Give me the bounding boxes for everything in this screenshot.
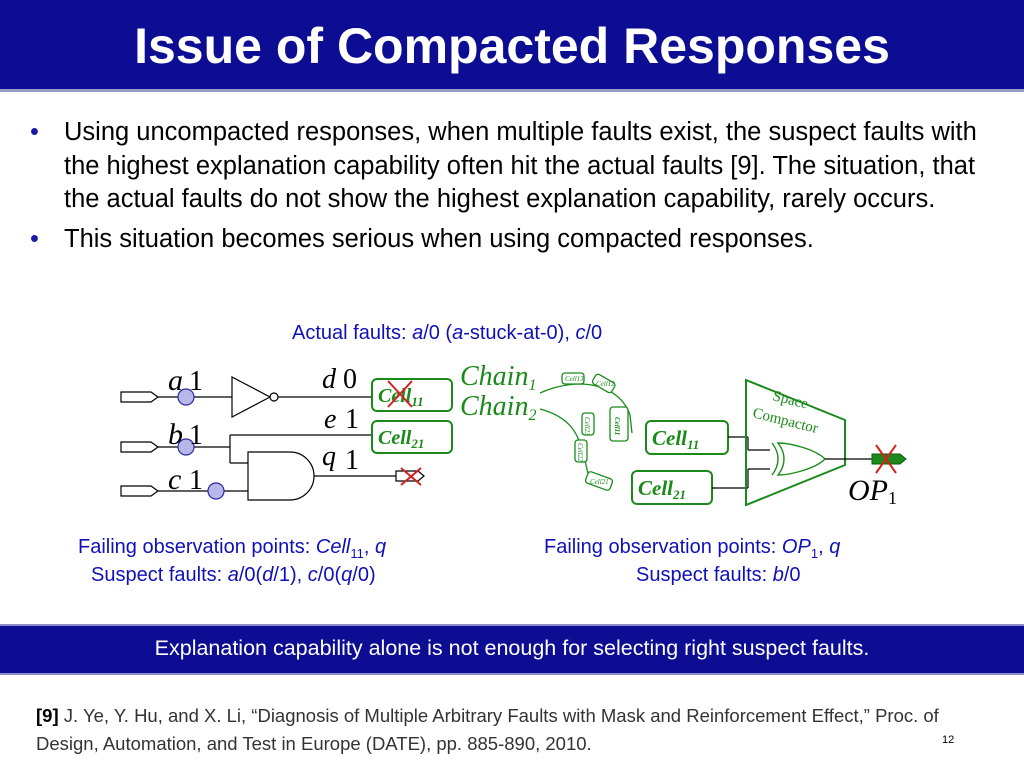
chain1-label: Chain1 bbox=[460, 361, 536, 394]
reference-tag: [9] bbox=[36, 705, 59, 726]
cell13-small-label: Cell13 bbox=[565, 375, 584, 383]
net-value-q: 1 bbox=[345, 445, 359, 476]
input-value-c: 1 bbox=[189, 465, 203, 496]
cell23-small-label: Cell23 bbox=[583, 417, 591, 436]
input-value-b: 1 bbox=[189, 420, 203, 451]
input-label-c: c bbox=[168, 463, 181, 496]
bullet-icon: • bbox=[30, 118, 39, 146]
cell21-box bbox=[371, 420, 453, 454]
banner-text: Explanation capability alone is not enou… bbox=[154, 636, 870, 660]
bullet-list: • Using uncompacted responses, when multi… bbox=[30, 116, 1005, 262]
cell21-small-label: Cell21 bbox=[590, 478, 609, 486]
input-pin-c bbox=[120, 485, 160, 497]
cell22-small-label: Cell22 bbox=[576, 443, 584, 462]
right-cell21-label: Cell21 bbox=[638, 476, 686, 502]
reference-footnote: [9] J. Ye, Y. Hu, and X. Li, “Diagnosis … bbox=[36, 702, 996, 758]
cell12-small-box bbox=[591, 373, 616, 394]
input-label-a: a bbox=[168, 364, 183, 397]
bullet-text: Using uncompacted responses, when multip… bbox=[64, 118, 977, 213]
bullet-item: • Using uncompacted responses, when multi… bbox=[30, 116, 1005, 217]
bullet-item: • This situation becomes serious when usi… bbox=[30, 223, 1005, 257]
conclusion-banner: Explanation capability alone is not enou… bbox=[0, 624, 1024, 675]
cell22-small-box bbox=[574, 439, 588, 463]
cell21-label: Cell21 bbox=[378, 427, 424, 451]
op1-label: OP1 bbox=[848, 474, 897, 508]
right-failing-caption: Failing observation points: OP1, q bbox=[544, 536, 841, 561]
page-number: 12 bbox=[942, 734, 955, 746]
fault-marker-b bbox=[177, 438, 195, 456]
cell21-small-box bbox=[584, 471, 614, 491]
and-gate bbox=[247, 451, 315, 501]
net-value-d: 0 bbox=[343, 364, 357, 395]
net-label-d: d bbox=[322, 364, 337, 395]
input-value-a: 1 bbox=[189, 366, 203, 397]
actual-faults-caption: Actual faults: a/0 (a-stuck-at-0), c/0 bbox=[292, 322, 603, 344]
inverter-gate bbox=[231, 376, 272, 418]
cell11-small-label: Cell11 bbox=[613, 417, 621, 435]
left-suspect-caption: Suspect faults: a/0(d/1), c/0(q/0) bbox=[91, 564, 376, 586]
fault-marker-c bbox=[207, 482, 225, 500]
net-value-e: 1 bbox=[345, 404, 359, 435]
cell23-small-box bbox=[581, 412, 595, 436]
net-label-q: q bbox=[322, 441, 336, 472]
page-title: Issue of Compacted Responses bbox=[134, 18, 890, 74]
left-failing-caption: Failing observation points: Cell11, q bbox=[78, 536, 387, 561]
space-compactor bbox=[745, 378, 846, 507]
right-cell11-label: Cell11 bbox=[652, 426, 699, 452]
cell13-small-box bbox=[561, 372, 585, 385]
xor-gate bbox=[771, 442, 826, 476]
input-label-b: b bbox=[168, 418, 183, 451]
bullet-icon: • bbox=[30, 224, 39, 253]
compactor-label-2: Compactor bbox=[751, 405, 820, 437]
input-pin-a bbox=[120, 391, 160, 403]
net-label-e: e bbox=[324, 404, 336, 435]
circuit-diagram: a 1 b 1 c 1 d 0 e 1 q 1 Cell11 Cell21 Ch… bbox=[120, 361, 907, 508]
output-pin-op1 bbox=[871, 453, 907, 465]
title-bar: Issue of Compacted Responses bbox=[0, 0, 1024, 92]
right-suspect-caption: Suspect faults: b/0 bbox=[636, 564, 801, 586]
bullet-text: This situation becomes serious when usin… bbox=[64, 224, 814, 253]
chain2-label: Chain2 bbox=[460, 391, 536, 424]
input-pin-b bbox=[120, 441, 160, 453]
cell12-small-label: Cell12 bbox=[596, 380, 615, 388]
fault-marker-a bbox=[177, 388, 195, 406]
compactor-label-1: Space bbox=[771, 388, 810, 412]
cell11-small-box bbox=[609, 406, 629, 442]
reference-text: J. Ye, Y. Hu, and X. Li, “Diagnosis of M… bbox=[36, 705, 939, 754]
